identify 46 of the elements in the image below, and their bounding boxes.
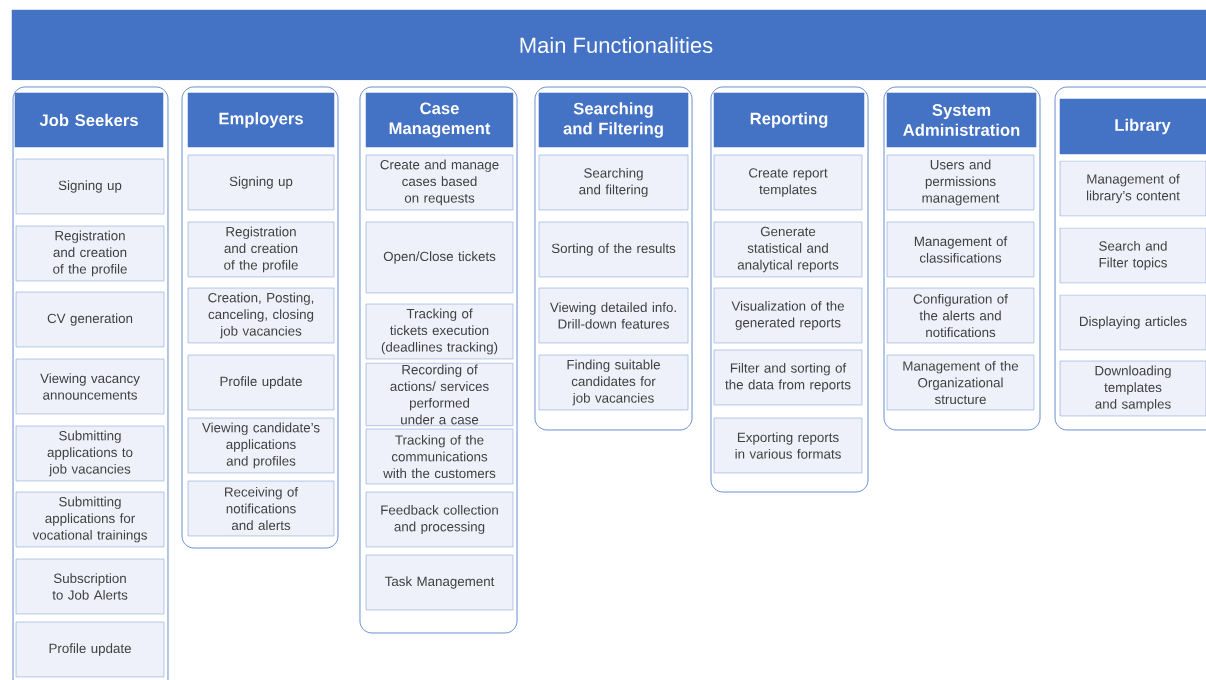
function-box: Submitting applications to job vacancies [15,425,165,482]
function-box: Registration and creation of the profile [15,225,165,282]
function-box: Viewing detailed info. Drill-down features [538,287,689,344]
function-box: Submitting applications for vocational trainings [15,491,165,548]
function-box: Feedback collection and processing [365,491,514,548]
function-box: Management of library’s content [1059,160,1206,217]
title-banner: Main Functionalities [11,9,1206,81]
function-box: Create report templates [713,154,863,211]
function-box: Exporting reports in various formats [713,417,863,474]
function-box: Create and manage cases based on requests [365,154,514,211]
function-box: Downloading templates and samples [1059,360,1206,417]
function-box: Finding suitable candidates for job vacancies [538,354,689,411]
function-box: Signing up [187,154,335,211]
function-box: Signing up [15,158,165,215]
column-header: Searching and Filtering [538,92,689,148]
function-box: Generate statistical and analytical reports [713,221,863,278]
function-box: Tracking of the communications with the customers [365,428,514,485]
function-box: Creation, Posting, canceling, closing job vacancies [187,287,335,344]
function-box: Management of classifications [886,221,1035,278]
column-header: Library [1059,98,1206,155]
column-header: Case Management [365,92,514,148]
function-box: Profile update [15,621,165,678]
function-box: Tracking of tickets execution (deadlines tracking) [365,303,514,360]
column-header: Reporting [713,92,865,148]
function-box: Searching and filtering [538,154,689,211]
column-header: System Administration [886,92,1037,148]
function-box: Sorting of the results [538,221,689,278]
function-box: CV generation [15,291,165,348]
function-box: Users and permissions management [886,154,1035,211]
function-box: Open/Close tickets [365,221,514,294]
column-header: Job Seekers [14,92,164,148]
function-box: Task Management [365,554,514,611]
function-box: Recording of actions/ services performed under a case [365,363,514,426]
function-box: Subscription to Job Alerts [15,558,165,615]
function-box: Viewing candidate’s applications and profiles [187,417,335,474]
column-header: Employers [187,92,335,148]
function-box: Configuration of the alerts and notifications [886,287,1035,344]
function-box: Management of the Organizational structure [886,354,1035,411]
function-box: Receiving of notifications and alerts [187,480,335,537]
function-box: Registration and creation of the profile [187,221,335,278]
function-box: Visualization of the generated reports [713,287,863,344]
function-box: Profile update [187,354,335,411]
function-box: Search and Filter topics [1059,227,1206,284]
function-box: Filter and sorting of the data from reports [713,349,863,406]
function-box: Viewing vacancy announcements [15,358,165,415]
function-box: Displaying articles [1059,294,1206,351]
